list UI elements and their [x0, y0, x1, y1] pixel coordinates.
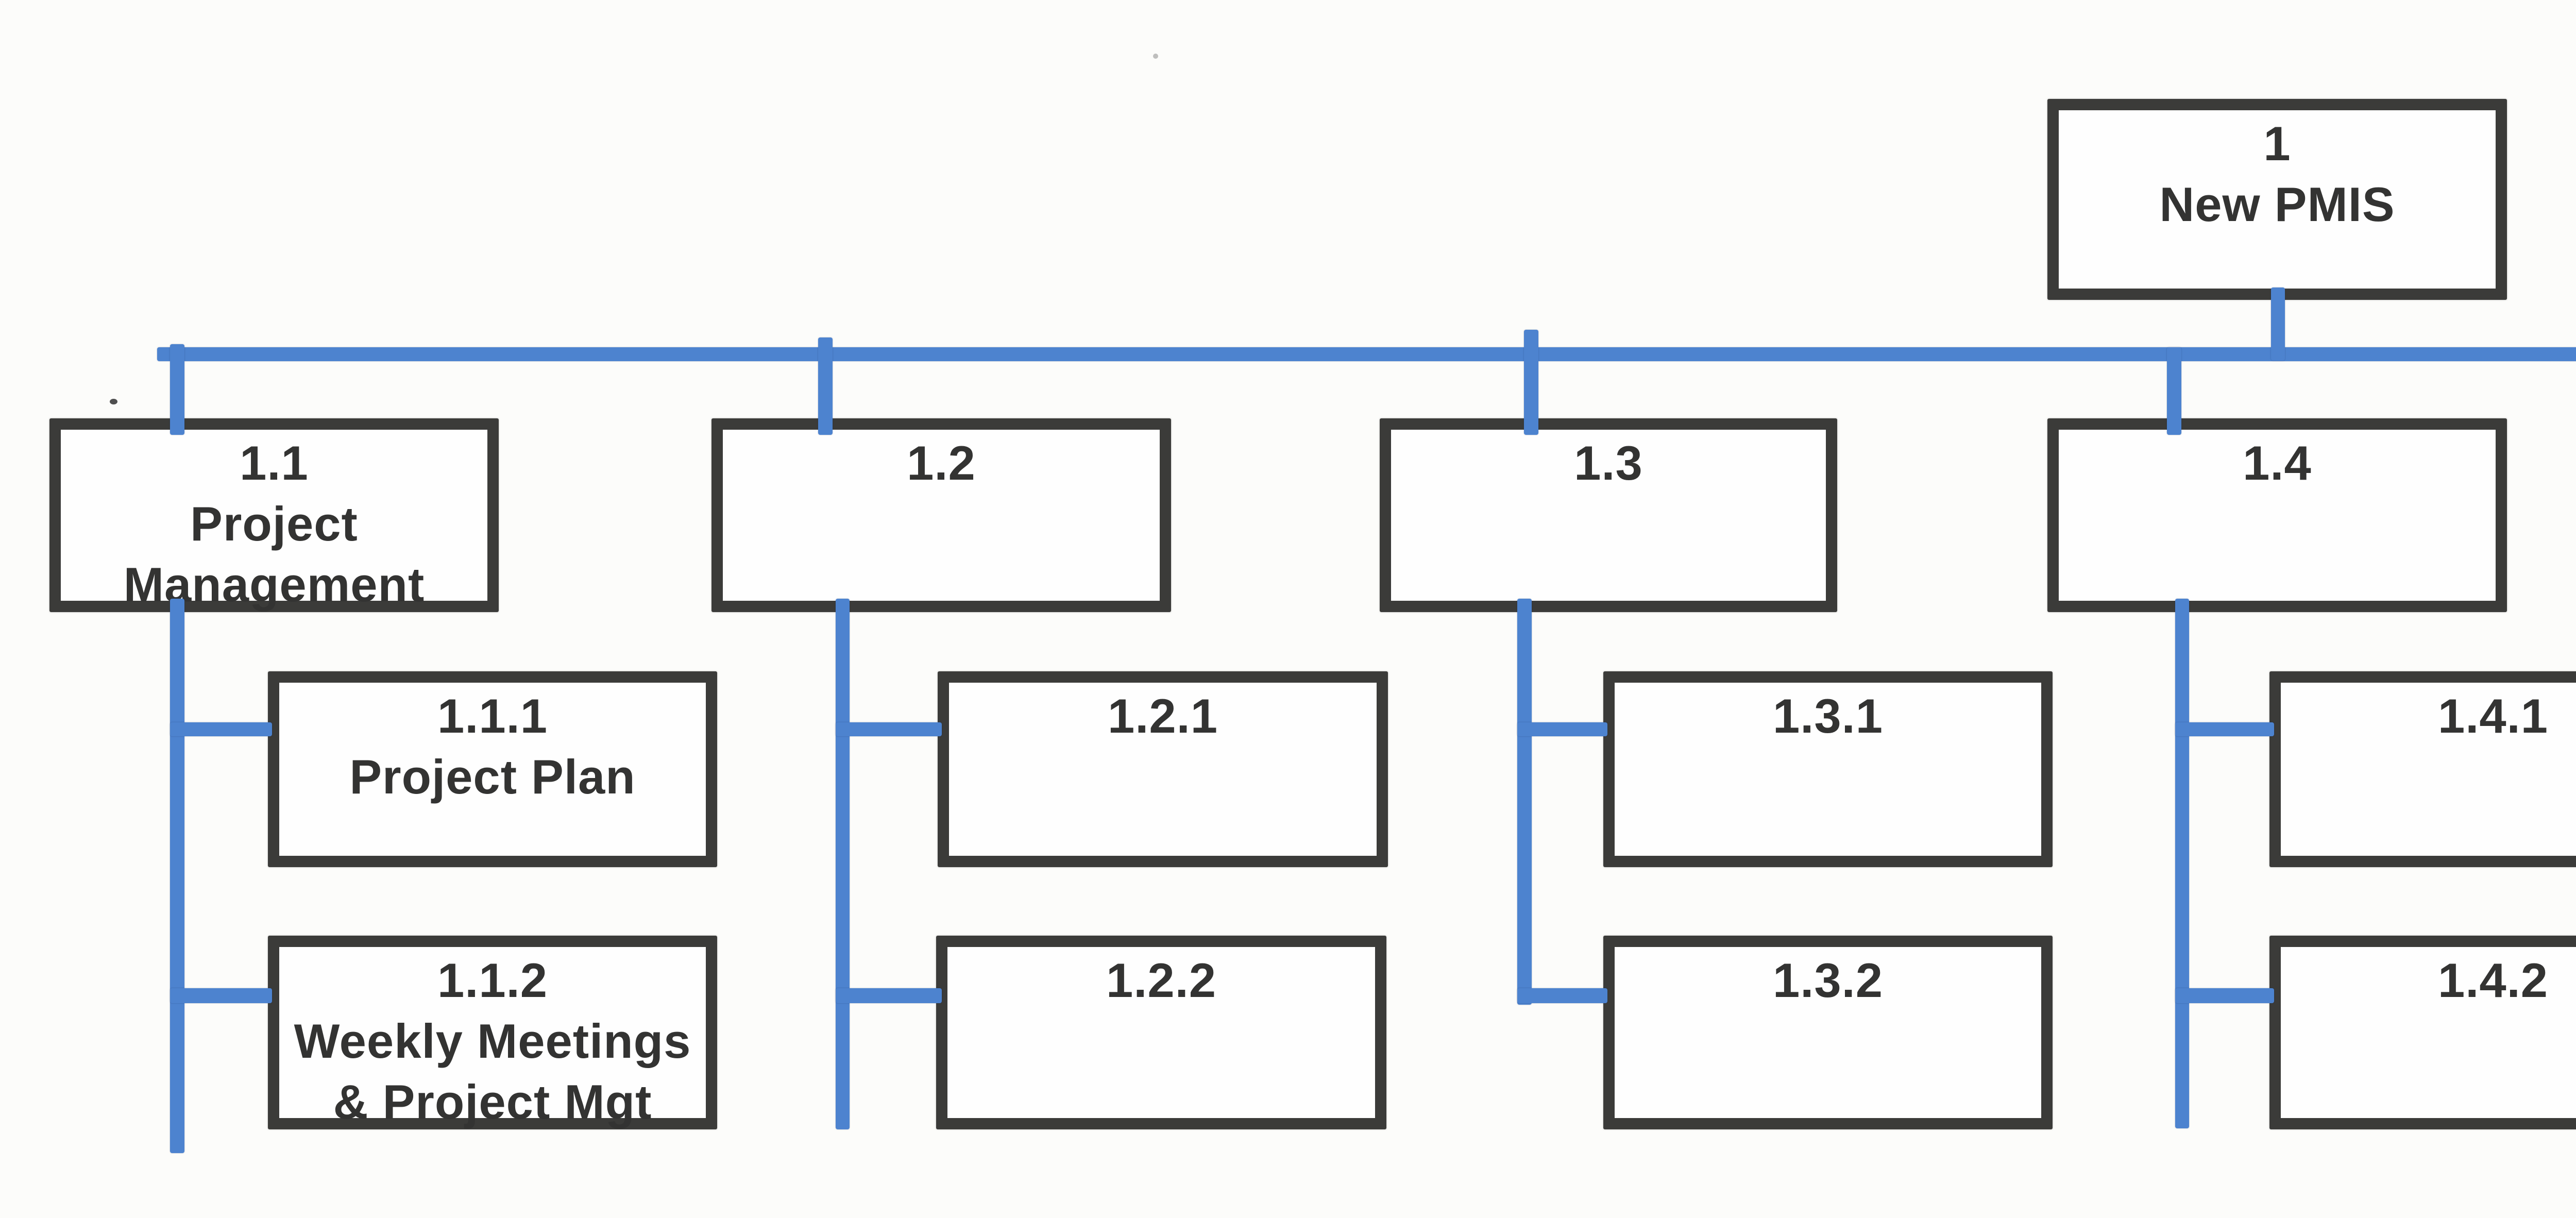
wbs-box-1-2-1: 1.2.1: [938, 671, 1388, 867]
wbs-box-1-4: 1.4: [2047, 418, 2507, 612]
wbs-box-1-2-2: 1.2.2: [936, 936, 1386, 1129]
connector-stub-1-1-1: [170, 722, 272, 736]
wbs-box-1-title: New PMIS: [2159, 177, 2395, 231]
wbs-box-1-1-2: 1.1.2 Weekly Meetings & Project Mgt: [268, 936, 717, 1129]
wbs-box-1-1-2-title-line1: Weekly Meetings: [294, 1014, 691, 1068]
wbs-box-1-4-2-code: 1.4.2: [2437, 953, 2549, 1007]
scan-speck: [110, 399, 117, 404]
wbs-box-1-code: 1: [2263, 116, 2291, 171]
connector-stub-top-1-2: [818, 337, 833, 435]
connector-stub-1-2-2: [836, 988, 942, 1003]
wbs-box-1-2: 1.2: [711, 418, 1171, 612]
wbs-box-1-1-code: 1.1: [240, 436, 309, 490]
connector-stub-1-3-2: [1517, 988, 1607, 1003]
wbs-box-1-2-2-code: 1.2.2: [1106, 953, 1217, 1007]
connector-vertical-1-4: [2175, 599, 2189, 1128]
connector-vertical-1-3: [1517, 599, 1532, 1005]
connector-stub-1-1-2: [170, 988, 272, 1003]
wbs-box-1-4-2: 1.4.2: [2269, 936, 2576, 1129]
wbs-box-1-3-2-code: 1.3.2: [1772, 953, 1884, 1007]
wbs-box-1-1-title-line1: Project: [190, 497, 358, 551]
wbs-box-1-4-code: 1.4: [2243, 436, 2312, 490]
wbs-box-1-4-1: 1.4.1: [2269, 671, 2576, 867]
wbs-box-1-2-code: 1.2: [907, 436, 976, 490]
connector-stub-1-4-2: [2175, 988, 2274, 1003]
connector-stub-1-4-1: [2175, 722, 2274, 736]
wbs-box-1-1-1-title: Project Plan: [349, 750, 636, 804]
wbs-box-1-3-2: 1.3.2: [1603, 936, 2053, 1129]
wbs-box-1-3-code: 1.3: [1574, 436, 1643, 490]
wbs-box-1-1-2-title-line2: & Project Mgt: [333, 1075, 652, 1129]
wbs-box-1-1-1: 1.1.1 Project Plan: [268, 671, 717, 867]
connector-vertical-1-2: [836, 599, 850, 1129]
connector-stub-1-3-1: [1517, 722, 1607, 736]
connector-vertical-1-1: [170, 599, 184, 1153]
wbs-box-1: 1 New PMIS: [2047, 99, 2507, 300]
wbs-box-1-4-1-code: 1.4.1: [2437, 689, 2549, 743]
wbs-box-1-1-title-line2: Management: [123, 557, 425, 612]
scan-speck: [1153, 54, 1158, 59]
wbs-box-1-1-2-code: 1.1.2: [437, 953, 548, 1007]
connector-stub-top-1-4: [2167, 347, 2181, 435]
connector-stub-top-1-1: [170, 344, 184, 435]
connector-stub-top-1-3: [1524, 330, 1538, 435]
wbs-box-1-3-1: 1.3.1: [1603, 671, 2053, 867]
wbs-box-1-2-1-code: 1.2.1: [1107, 689, 1218, 743]
wbs-box-1-3: 1.3: [1380, 418, 1837, 612]
wbs-box-1-1-1-code: 1.1.1: [437, 689, 548, 743]
wbs-box-1-3-1-code: 1.3.1: [1772, 689, 1884, 743]
connector-stub-1-2-1: [836, 722, 942, 736]
connector-main-rail: [157, 347, 2576, 361]
connector-root-drop: [2271, 287, 2285, 361]
wbs-box-1-1: 1.1 Project Management: [49, 418, 499, 612]
